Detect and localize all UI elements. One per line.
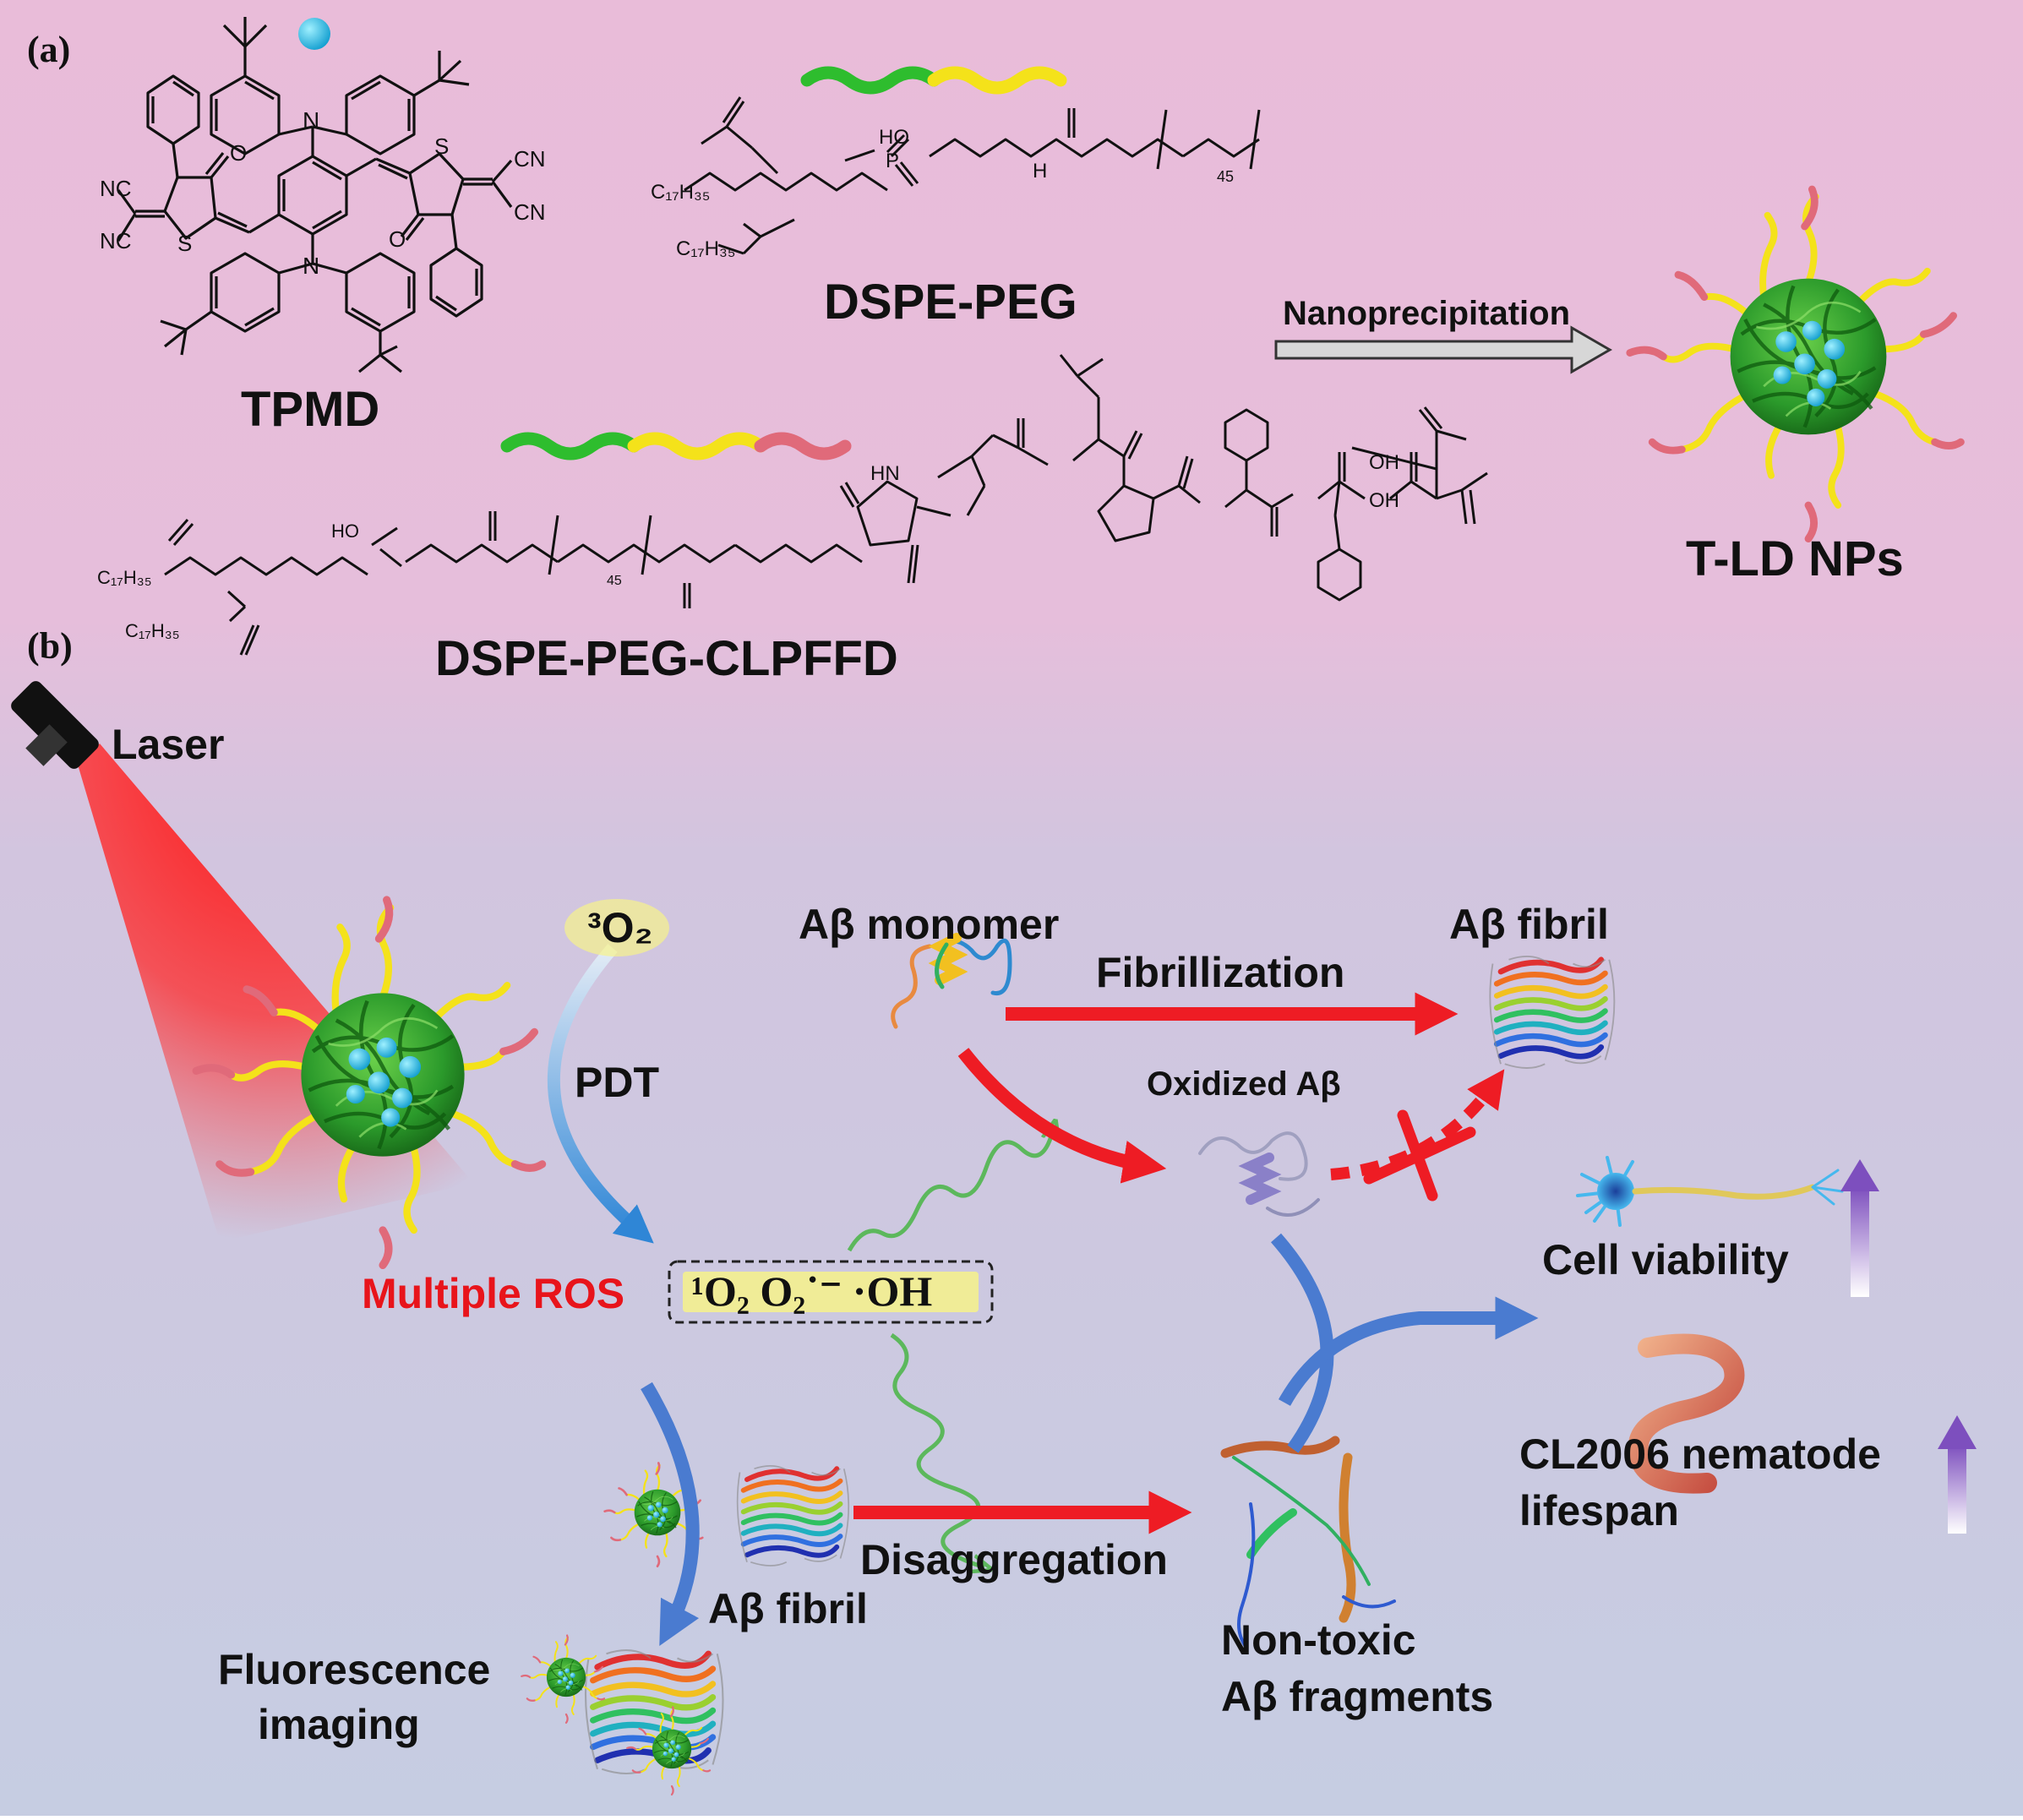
nanoprecipitation-arrow: [1274, 325, 1612, 374]
merge-arrow-bottom: [1279, 1296, 1539, 1406]
atom-c17h35-3: C₁₇H₃₅: [97, 567, 152, 588]
label-oxygen-triplet: ³O₂: [587, 904, 653, 951]
atom-cn-1: CN: [514, 146, 546, 172]
atom-45-2: 45: [607, 574, 622, 588]
atom-c17h35-2: C₁₇H₃₅: [676, 237, 736, 260]
atom-h-1: H: [1033, 160, 1048, 183]
atom-hn: HN: [870, 462, 900, 485]
label-ros-species: ¹O₂ O₂˙⁻ ·OH: [691, 1267, 933, 1315]
label-t-ld-nps: T-LD NPs: [1686, 531, 1904, 586]
label-nanoprecipitation: Nanoprecipitation: [1283, 295, 1571, 332]
atom-o-1: O: [230, 140, 248, 166]
label-cell-viability: Cell viability: [1542, 1236, 1789, 1283]
laser-device: [11, 681, 99, 769]
atom-nc-1: NC: [100, 176, 132, 201]
atom-nc-2: NC: [100, 228, 132, 253]
label-dspe-peg-clpffd: DSPE-PEG-CLPFFD: [435, 631, 898, 686]
up-arrow-viability: [1840, 1159, 1879, 1297]
label-fluorescence-1: Fluorescence: [218, 1646, 491, 1693]
label-fibrillization: Fibrillization: [1096, 949, 1345, 996]
non-toxic-fragments-structure: [1220, 1436, 1396, 1649]
neuron: [1576, 1156, 1844, 1227]
panel-label-b: (b): [27, 625, 73, 667]
label-non-toxic-2: Aβ fragments: [1221, 1673, 1494, 1720]
oxidized-abeta-structure: [1198, 1131, 1320, 1217]
wave-up: [847, 1127, 1054, 1252]
atom-s-1: S: [177, 231, 193, 256]
label-fluorescence-2: imaging: [258, 1701, 420, 1748]
tpmd-structure: [117, 17, 513, 373]
label-nematode-2: lifespan: [1519, 1487, 1679, 1534]
atom-s-2: S: [434, 134, 450, 159]
atom-n-top: N: [303, 107, 320, 134]
atom-ho-1: HO: [879, 126, 909, 149]
blocked-cross: [1363, 1109, 1476, 1202]
tpmd-dot: [298, 18, 330, 50]
atom-cn-2: CN: [514, 199, 546, 225]
atom-45-1: 45: [1217, 168, 1235, 185]
label-non-toxic-1: Non-toxic: [1221, 1616, 1416, 1664]
wave-down: [890, 1332, 984, 1567]
atom-oh-2: OH: [1369, 489, 1399, 512]
label-nematode-1: CL2006 nematode: [1519, 1430, 1881, 1478]
panel-label-a: (a): [27, 29, 71, 70]
dspe-peg-structure: [684, 96, 1261, 255]
merge-arrow-top: [1270, 1233, 1334, 1453]
label-oxidized-abeta: Oxidized Aβ: [1147, 1065, 1341, 1103]
label-dspe-peg: DSPE-PEG: [824, 275, 1077, 330]
label-abeta-fibril-bottom: Aβ fibril: [708, 1585, 868, 1632]
chain-cartoons: [500, 66, 1067, 460]
atom-c17h35-1: C₁₇H₃₅: [651, 181, 711, 204]
atom-n-bottom: N: [303, 253, 320, 279]
ros-box: [668, 1260, 994, 1324]
abeta-monomer-structure: [891, 933, 1012, 1029]
imaging-arrow: [641, 1381, 700, 1647]
label-laser: Laser: [112, 721, 225, 768]
atom-o-2: O: [389, 226, 406, 252]
label-tpmd: TPMD: [241, 382, 380, 437]
label-pdt: PDT: [575, 1059, 659, 1106]
label-multiple-ros: Multiple ROS: [362, 1270, 625, 1317]
atom-c17h35-4: C₁₇H₃₅: [125, 620, 180, 641]
oxidation-arrow: [957, 1048, 1167, 1184]
label-disaggregation: Disaggregation: [860, 1536, 1168, 1583]
nematode: [1628, 1333, 1745, 1494]
pdt-arrow: [548, 944, 654, 1244]
atom-p-1: P: [886, 150, 900, 172]
up-arrow-lifespan: [1938, 1415, 1977, 1534]
label-abeta-fibril-top: Aβ fibril: [1449, 901, 1609, 948]
atom-oh-1: OH: [1369, 451, 1399, 474]
label-abeta-monomer: Aβ monomer: [799, 901, 1060, 948]
atom-ho-2: HO: [331, 520, 359, 542]
dspe-peg-clpffd-structure: [164, 354, 1488, 656]
